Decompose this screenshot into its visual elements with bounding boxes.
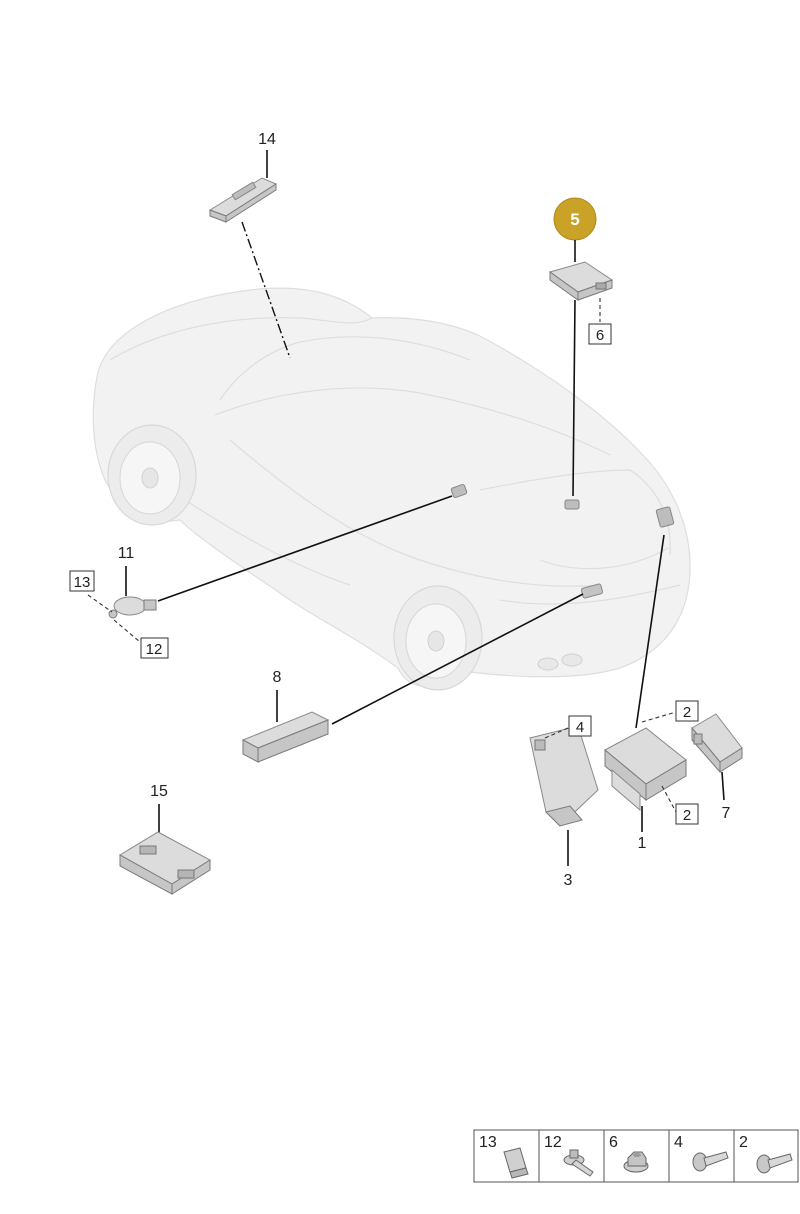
callout-14[interactable]: 14 xyxy=(258,131,276,148)
legend-number-13: 13 xyxy=(479,1134,497,1151)
callout-11[interactable]: 11 xyxy=(118,545,135,562)
screw-icon xyxy=(756,1153,793,1174)
callout-12[interactable]: 12 xyxy=(146,641,163,658)
part-15-module[interactable] xyxy=(119,831,211,895)
callout-2-lower-box xyxy=(675,803,699,825)
callout-4-box xyxy=(568,715,592,737)
legend-cell-4[interactable]: 4 xyxy=(674,1134,729,1172)
dashed-line-2-lower xyxy=(661,785,677,813)
callout-2-upper-box xyxy=(675,700,699,722)
dashed-line-13 xyxy=(87,594,113,613)
install-line-1 xyxy=(635,534,665,729)
clip-nut-icon xyxy=(503,1147,529,1179)
vehicle-ghost-image xyxy=(92,287,691,691)
leader-line-7 xyxy=(721,771,725,801)
dashed-line-2-upper xyxy=(641,711,677,723)
callout-6[interactable]: 6 xyxy=(596,327,604,344)
callout-4[interactable]: 4 xyxy=(576,719,584,736)
screw-icon xyxy=(692,1151,729,1172)
callout-12-box xyxy=(140,637,169,659)
callout-3[interactable]: 3 xyxy=(564,872,573,889)
part-5-control-module[interactable] xyxy=(548,261,614,301)
part-11-sensor[interactable] xyxy=(108,596,157,619)
legend-cell-12[interactable]: 12 xyxy=(544,1134,594,1177)
legend-number-2: 2 xyxy=(739,1134,748,1151)
legend-cell-2[interactable]: 2 xyxy=(739,1134,793,1174)
part-1-control-unit[interactable] xyxy=(604,727,687,812)
install-line-11 xyxy=(157,495,453,602)
legend-cell-6[interactable]: 6 xyxy=(609,1134,649,1173)
legend-number-4: 4 xyxy=(674,1134,683,1151)
part-3-bracket[interactable] xyxy=(529,725,599,827)
callout-8[interactable]: 8 xyxy=(273,669,282,686)
part-14-roof-module[interactable] xyxy=(208,177,278,223)
callout-7[interactable]: 7 xyxy=(722,805,731,822)
hex-nut-icon xyxy=(623,1151,649,1173)
install-line-8 xyxy=(331,593,584,725)
callout-15[interactable]: 15 xyxy=(150,783,168,800)
legend-number-6: 6 xyxy=(609,1134,618,1151)
install-line-14 xyxy=(241,221,291,359)
dashed-line-12 xyxy=(113,619,141,643)
callout-2-upper[interactable]: 2 xyxy=(683,704,691,721)
flange-screw-icon xyxy=(563,1149,594,1177)
part-8-control-unit[interactable] xyxy=(241,711,330,763)
legend-number-12: 12 xyxy=(544,1134,562,1151)
fastener-legend-table: 13 12 6 4 xyxy=(473,1129,799,1183)
callout-1[interactable]: 1 xyxy=(638,835,647,852)
callout-6-box xyxy=(588,323,612,345)
part-7-control-unit[interactable] xyxy=(691,713,743,774)
legend-cell-13[interactable]: 13 xyxy=(479,1134,529,1179)
install-line-5 xyxy=(572,299,576,497)
callout-5[interactable]: 5 xyxy=(570,210,579,229)
callout-13[interactable]: 13 xyxy=(74,574,91,591)
callout-2-lower[interactable]: 2 xyxy=(683,807,691,824)
callout-13-box xyxy=(69,570,95,592)
